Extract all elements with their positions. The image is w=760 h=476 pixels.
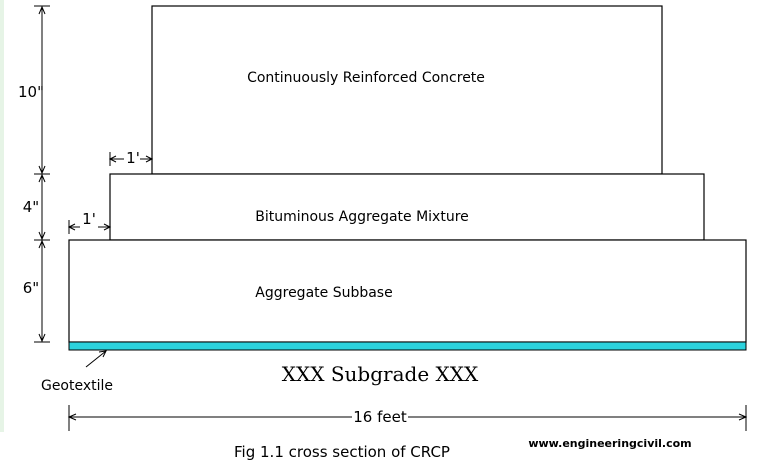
geotextile-label: Geotextile [41,378,113,394]
geotextile-layer [68,341,747,351]
bituminous-label: Bituminous Aggregate Mixture [255,209,469,225]
width-dimension [67,405,748,431]
bituminous-thickness-label: 4" [23,198,39,216]
concrete-thickness-label: 10" [18,83,44,101]
geotextile-pointer [85,350,107,368]
subgrade-label: XXX Subgrade XXX [282,362,479,386]
offset-top-label: 1' [126,149,140,167]
vertical-dimension [34,5,50,343]
concrete-layer [151,5,663,175]
offset-mid-label: 1' [82,210,96,228]
subbase-layer [68,239,747,343]
website-watermark: www.engineeringcivil.com [528,437,691,450]
figure-caption: Fig 1.1 cross section of CRCP [234,443,450,461]
subbase-thickness-label: 6" [23,279,39,297]
subbase-label: Aggregate Subbase [255,285,392,301]
left-edge-strip [0,0,4,432]
offset-mid-dimension [67,220,112,234]
total-width-label: 16 feet [353,408,407,426]
offset-top-dimension [108,152,154,166]
bituminous-layer [109,173,705,241]
concrete-label: Continuously Reinforced Concrete [247,70,485,86]
